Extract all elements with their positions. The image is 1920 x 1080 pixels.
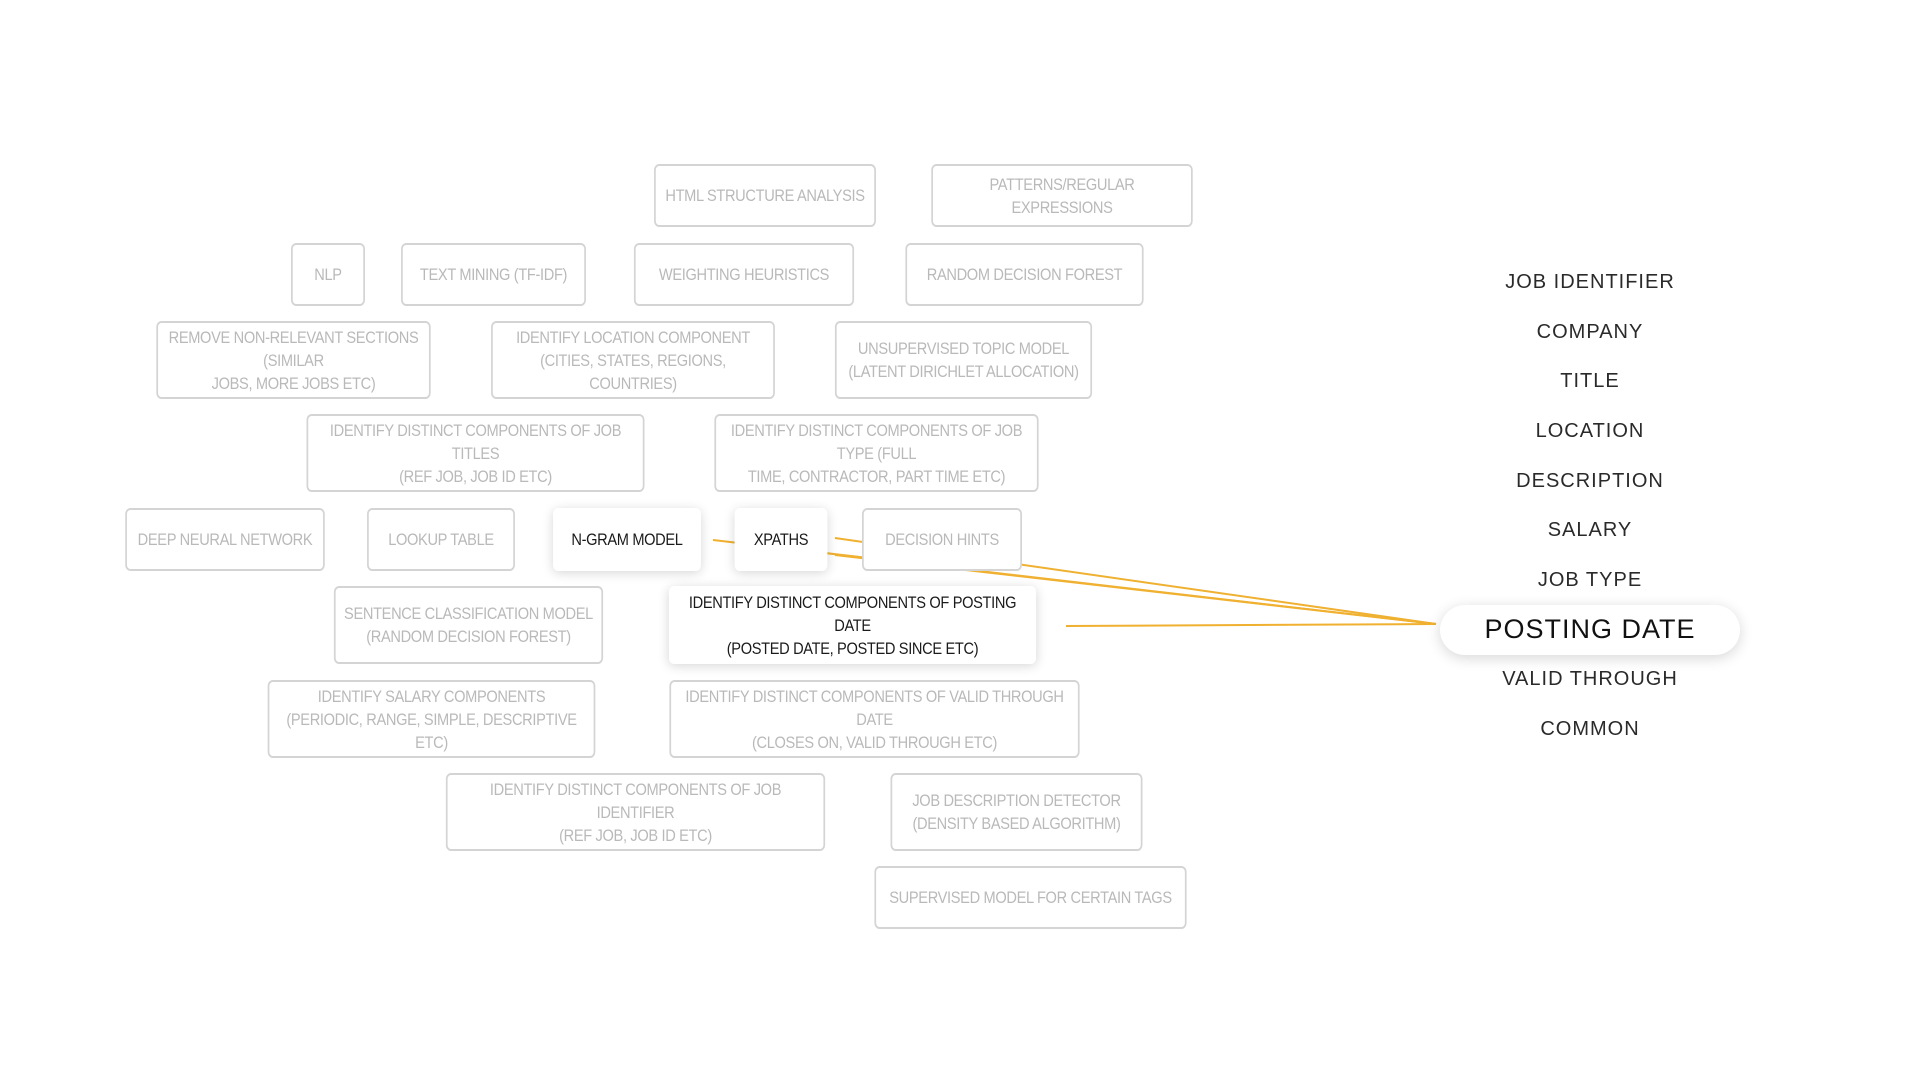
technique-label: IDENTIFY DISTINCT COMPONENTS OF JOB TYPE… [730,420,1023,486]
field-job-type[interactable]: JOB TYPE [1537,568,1643,591]
technique-label: N-GRAM MODEL [571,530,683,549]
technique-label: DECISION HINTS [885,530,999,549]
technique-node-job-description-detector[interactable]: JOB DESCRIPTION DETECTOR (DENSITY BASED … [890,773,1143,851]
technique-node-identify-location-component[interactable]: IDENTIFY LOCATION COMPONENT (CITIES, STA… [491,321,775,399]
field-title[interactable]: TITLE [1560,370,1620,393]
technique-label: UNSUPERVISED TOPIC MODEL (LATENT DIRICHL… [848,339,1079,381]
field-location[interactable]: LOCATION [1535,420,1645,443]
field-valid-through[interactable]: VALID THROUGH [1502,668,1678,691]
technique-node-components-job-identifier[interactable]: IDENTIFY DISTINCT COMPONENTS OF JOB IDEN… [445,773,826,851]
technique-label: DEEP NEURAL NETWORK [137,530,313,549]
technique-label: RANDOM DECISION FOREST [926,265,1123,284]
technique-node-nlp[interactable]: NLP [291,243,365,306]
technique-label: IDENTIFY LOCATION COMPONENT (CITIES, STA… [516,327,750,393]
technique-node-supervised-model-certain-tags[interactable]: SUPERVISED MODEL FOR CERTAIN TAGS [874,866,1187,929]
technique-label: IDENTIFY SALARY COMPONENTS (PERIODIC, RA… [286,686,577,752]
technique-label: SUPERVISED MODEL FOR CERTAIN TAGS [889,888,1172,907]
technique-label: PATTERNS/REGULAR EXPRESSIONS [989,174,1135,217]
technique-node-text-mining[interactable]: TEXT MINING (TF-IDF) [401,243,586,306]
technique-node-lookup-table[interactable]: LOOKUP TABLE [367,508,515,571]
technique-node-salary-components[interactable]: IDENTIFY SALARY COMPONENTS (PERIODIC, RA… [267,680,596,758]
technique-label: IDENTIFY DISTINCT COMPONENTS OF JOB TITL… [329,420,622,486]
technique-label: IDENTIFY DISTINCT COMPONENTS OF JOB IDEN… [489,779,782,845]
technique-node-unsupervised-topic-model[interactable]: UNSUPERVISED TOPIC MODEL (LATENT DIRICHL… [834,321,1093,399]
technique-label: SENTENCE CLASSIFICATION MODEL (RANDOM DE… [344,604,593,646]
technique-node-components-valid-through[interactable]: IDENTIFY DISTINCT COMPONENTS OF VALID TH… [669,680,1080,758]
technique-label: IDENTIFY DISTINCT COMPONENTS OF POSTING … [688,592,1017,658]
field-company[interactable]: COMPANY [1536,320,1644,343]
technique-label: HTML STRUCTURE ANALYSIS [665,186,865,205]
technique-node-components-job-titles[interactable]: IDENTIFY DISTINCT COMPONENTS OF JOB TITL… [306,414,645,492]
technique-node-remove-non-relevant-sections[interactable]: REMOVE NON-RELEVANT SECTIONS (SIMILAR JO… [156,321,431,399]
connector-components-posting-date [1065,623,1437,627]
field-list: JOB IDENTIFIER COMPANY TITLE LOCATION DESCRI… [1440,258,1740,754]
technique-label: IDENTIFY DISTINCT COMPONENTS OF VALID TH… [685,686,1064,752]
technique-node-components-posting-date[interactable]: IDENTIFY DISTINCT COMPONENTS OF POSTING … [668,586,1037,664]
technique-node-random-decision-forest[interactable]: RANDOM DECISION FOREST [905,243,1144,306]
technique-label: TEXT MINING (TF-IDF) [419,265,568,284]
technique-node-components-job-type[interactable]: IDENTIFY DISTINCT COMPONENTS OF JOB TYPE… [714,414,1039,492]
technique-node-html-structure-analysis[interactable]: HTML STRUCTURE ANALYSIS [654,164,876,227]
technique-node-sentence-classification-model[interactable]: SENTENCE CLASSIFICATION MODEL (RANDOM DE… [333,586,604,664]
technique-node-patterns-regular-expressions[interactable]: PATTERNS/REGULAR EXPRESSIONS [931,164,1193,227]
field-description[interactable]: DESCRIPTION [1516,469,1664,492]
field-salary[interactable]: SALARY [1547,519,1633,542]
technique-node-weighting-heuristics[interactable]: WEIGHTING HEURISTICS [633,243,855,306]
field-posting-date[interactable]: POSTING DATE [1440,605,1740,655]
technique-label: LOOKUP TABLE [388,530,494,549]
technique-node-decision-hints[interactable]: DECISION HINTS [862,508,1022,571]
technique-node-xpaths[interactable]: XPATHS [734,508,828,571]
technique-label: WEIGHTING HEURISTICS [658,265,830,284]
technique-node-n-gram-model[interactable]: N-GRAM MODEL [553,508,701,571]
technique-node-deep-neural-network[interactable]: DEEP NEURAL NETWORK [125,508,325,571]
field-common[interactable]: COMMON [1540,717,1640,740]
technique-label: REMOVE NON-RELEVANT SECTIONS (SIMILAR JO… [168,327,419,393]
technique-label: NLP [314,265,342,284]
field-job-identifier[interactable]: JOB IDENTIFIER [1505,271,1675,294]
technique-label: JOB DESCRIPTION DETECTOR (DENSITY BASED … [912,791,1121,833]
technique-label: XPATHS [753,530,809,549]
